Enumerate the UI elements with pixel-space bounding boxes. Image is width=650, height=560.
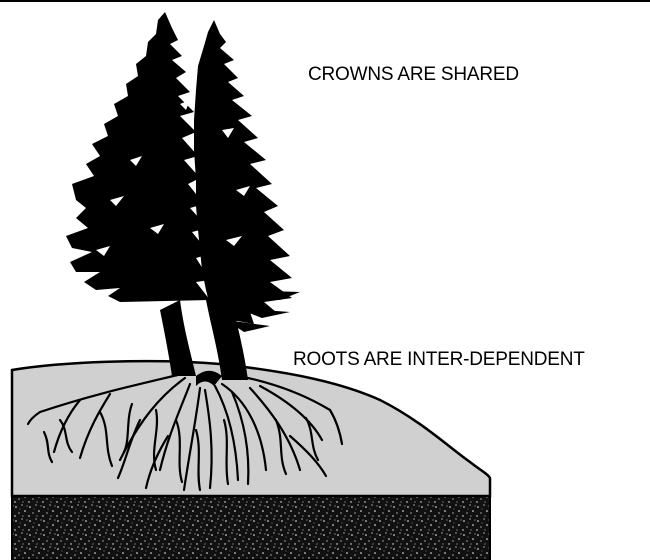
soil-mound [12, 361, 490, 496]
conifer-tree-left-icon [66, 12, 210, 302]
conifer-tree-right-icon [194, 20, 300, 332]
crowns-label: CROWNS ARE SHARED [308, 64, 519, 86]
roots-label: ROOTS ARE INTER-DEPENDENT [293, 349, 585, 371]
deep-soil-layer [12, 496, 490, 560]
